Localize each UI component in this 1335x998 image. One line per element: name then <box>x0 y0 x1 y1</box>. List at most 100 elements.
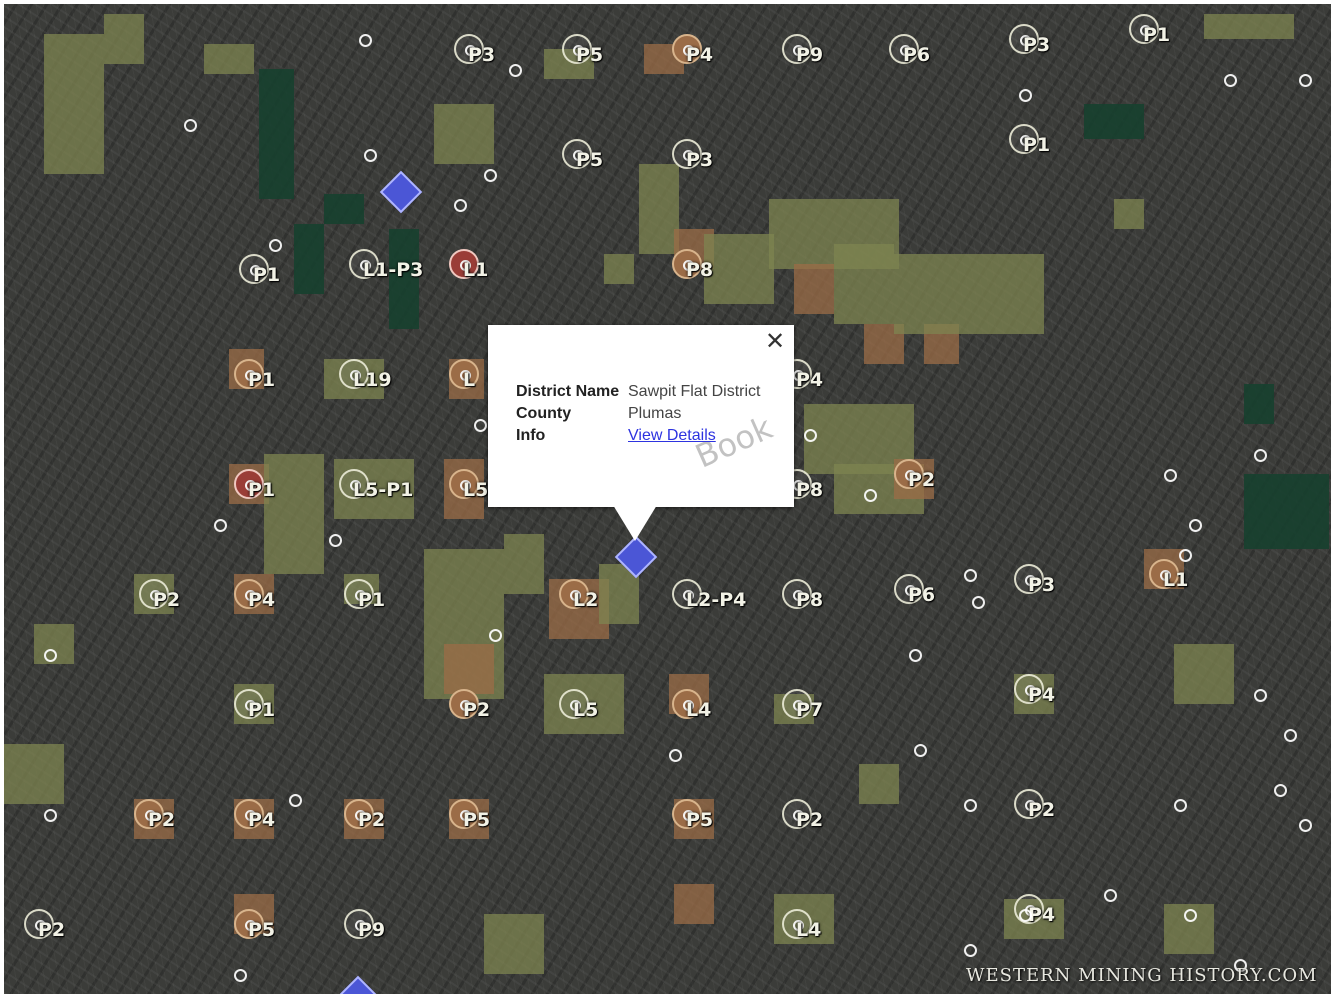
site-ring-icon[interactable] <box>972 596 985 609</box>
site-ring-icon[interactable] <box>864 489 877 502</box>
mine-marker-icon[interactable] <box>344 579 374 609</box>
site-ring-icon[interactable] <box>184 119 197 132</box>
mine-marker-icon[interactable] <box>449 689 479 719</box>
site-ring-icon[interactable] <box>1184 909 1197 922</box>
mine-marker-label: P1 <box>248 369 276 391</box>
site-ring-icon[interactable] <box>44 809 57 822</box>
mine-marker-icon[interactable] <box>234 469 264 499</box>
site-ring-icon[interactable] <box>1299 74 1312 87</box>
district-pin-icon[interactable] <box>379 170 423 214</box>
site-ring-icon[interactable] <box>914 744 927 757</box>
site-ring-icon[interactable] <box>909 649 922 662</box>
mine-marker-icon[interactable] <box>349 249 379 279</box>
mine-marker-icon[interactable] <box>449 359 479 389</box>
mine-marker-label: P6 <box>903 44 931 66</box>
mine-marker-icon[interactable] <box>344 799 374 829</box>
terrain-tile <box>44 34 104 174</box>
site-ring-icon[interactable] <box>669 749 682 762</box>
mine-marker-icon[interactable] <box>894 459 924 489</box>
mine-marker-icon[interactable] <box>559 689 589 719</box>
site-ring-icon[interactable] <box>964 799 977 812</box>
mine-marker-icon[interactable] <box>672 139 702 169</box>
mine-marker-icon[interactable] <box>889 34 919 64</box>
close-icon[interactable]: ✕ <box>764 328 786 355</box>
site-ring-icon[interactable] <box>964 569 977 582</box>
site-ring-icon[interactable] <box>269 239 282 252</box>
site-ring-icon[interactable] <box>1234 959 1247 972</box>
mine-marker-icon[interactable] <box>454 34 484 64</box>
mine-marker-icon[interactable] <box>672 34 702 64</box>
mine-marker-icon[interactable] <box>134 799 164 829</box>
mine-marker-icon[interactable] <box>562 139 592 169</box>
site-ring-icon[interactable] <box>44 649 57 662</box>
site-ring-icon[interactable] <box>454 199 467 212</box>
mine-marker-label: P2 <box>358 809 386 831</box>
mine-marker-icon[interactable] <box>449 469 479 499</box>
site-ring-icon[interactable] <box>509 64 522 77</box>
mine-marker-icon[interactable] <box>782 579 812 609</box>
mine-marker-icon[interactable] <box>1009 124 1039 154</box>
mine-marker-icon[interactable] <box>339 469 369 499</box>
mine-marker-icon[interactable] <box>344 909 374 939</box>
site-ring-icon[interactable] <box>364 149 377 162</box>
site-ring-icon[interactable] <box>1179 549 1192 562</box>
site-ring-icon[interactable] <box>1254 449 1267 462</box>
site-ring-icon[interactable] <box>1224 74 1237 87</box>
mine-marker-icon[interactable] <box>672 799 702 829</box>
mine-marker-icon[interactable] <box>449 799 479 829</box>
site-ring-icon[interactable] <box>1019 909 1032 922</box>
site-ring-icon[interactable] <box>359 34 372 47</box>
mine-marker-icon[interactable] <box>672 249 702 279</box>
mine-marker-icon[interactable] <box>234 359 264 389</box>
site-ring-icon[interactable] <box>484 169 497 182</box>
site-credit: WESTERN MINING HISTORY.COM <box>966 965 1318 986</box>
site-ring-icon[interactable] <box>474 419 487 432</box>
site-ring-icon[interactable] <box>234 969 247 982</box>
mine-marker-icon[interactable] <box>1129 14 1159 44</box>
mine-marker-icon[interactable] <box>1009 24 1039 54</box>
mine-marker-icon[interactable] <box>234 579 264 609</box>
mine-marker-icon[interactable] <box>1014 564 1044 594</box>
mine-marker-icon[interactable] <box>894 574 924 604</box>
site-ring-icon[interactable] <box>329 534 342 547</box>
site-ring-icon[interactable] <box>289 794 302 807</box>
view-details-link[interactable]: View Details <box>628 427 716 444</box>
mine-marker-icon[interactable] <box>139 579 169 609</box>
site-ring-icon[interactable] <box>214 519 227 532</box>
district-pin-icon[interactable] <box>336 975 380 994</box>
mine-marker-icon[interactable] <box>449 249 479 279</box>
site-ring-icon[interactable] <box>1284 729 1297 742</box>
mine-marker-icon[interactable] <box>672 689 702 719</box>
site-ring-icon[interactable] <box>1104 889 1117 902</box>
mine-marker-icon[interactable] <box>239 254 269 284</box>
site-ring-icon[interactable] <box>1299 819 1312 832</box>
site-ring-icon[interactable] <box>1254 689 1267 702</box>
mine-marker-icon[interactable] <box>24 909 54 939</box>
mine-marker-icon[interactable] <box>339 359 369 389</box>
site-ring-icon[interactable] <box>1164 469 1177 482</box>
site-ring-icon[interactable] <box>489 629 502 642</box>
mine-marker-icon[interactable] <box>782 689 812 719</box>
mine-marker-icon[interactable] <box>782 34 812 64</box>
mine-marker-icon[interactable] <box>1014 789 1044 819</box>
mine-marker-icon[interactable] <box>782 799 812 829</box>
site-ring-icon[interactable] <box>1189 519 1202 532</box>
site-ring-icon[interactable] <box>1274 784 1287 797</box>
site-ring-icon[interactable] <box>804 429 817 442</box>
mine-marker-icon[interactable] <box>559 579 589 609</box>
mine-marker-icon[interactable] <box>782 909 812 939</box>
mine-marker-label: P3 <box>1023 34 1051 56</box>
mine-marker-icon[interactable] <box>1149 559 1179 589</box>
mine-marker-icon[interactable] <box>672 579 702 609</box>
mine-marker-icon[interactable] <box>234 799 264 829</box>
terrain-tile <box>794 264 834 314</box>
mine-marker-label: P5 <box>248 919 276 941</box>
mine-marker-icon[interactable] <box>1014 674 1044 704</box>
site-ring-icon[interactable] <box>1174 799 1187 812</box>
mine-marker-icon[interactable] <box>234 909 264 939</box>
site-ring-icon[interactable] <box>1019 89 1032 102</box>
mine-marker-icon[interactable] <box>562 34 592 64</box>
mine-marker-icon[interactable] <box>234 689 264 719</box>
site-ring-icon[interactable] <box>964 944 977 957</box>
